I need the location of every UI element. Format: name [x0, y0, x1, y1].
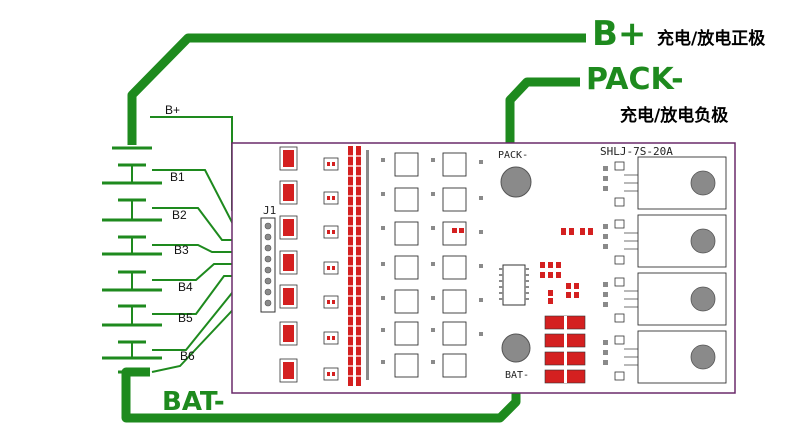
balance-ic-column: [323, 157, 339, 381]
ic-support-parts: [540, 228, 593, 304]
sense-resistors: [544, 315, 586, 384]
small-cap: [452, 228, 464, 233]
pack-wire: [505, 77, 580, 160]
mosfet-columns: [394, 152, 467, 378]
cell-label-b5: B5: [178, 311, 193, 325]
bplus-description: 充电/放电正极: [657, 28, 765, 49]
cell-label-b2: B2: [172, 208, 187, 222]
cell-label-b4: B4: [178, 280, 193, 294]
board-model: SHLJ-7S-20A: [600, 145, 673, 158]
cell-label-bplus: B+: [165, 103, 180, 117]
pack-description: 充电/放电负极: [620, 105, 728, 126]
mosfet-pins: [381, 158, 483, 364]
pad-pack: [500, 166, 532, 198]
cell-label-b6: B6: [180, 349, 195, 363]
j1-connector: J1: [260, 204, 276, 313]
resistor-strip: [346, 146, 369, 386]
output-section: [603, 156, 727, 384]
small-red-parts: [327, 162, 335, 376]
bat-title: BAT-: [162, 387, 225, 417]
j1-label: J1: [263, 204, 276, 217]
battery-stack: [102, 146, 162, 374]
pad-pack-label: PACK-: [498, 150, 528, 161]
bplus-wire: [127, 33, 586, 145]
bplus-title: B+: [592, 14, 646, 54]
cell-label-b1: B1: [170, 170, 185, 184]
balance-resistors: [279, 146, 298, 383]
control-ic: [499, 264, 529, 306]
cell-label-b3: B3: [174, 243, 189, 257]
pad-bat-label: BAT-: [505, 370, 529, 381]
pack-title: PACK-: [586, 62, 684, 97]
pad-bat: [501, 333, 531, 363]
